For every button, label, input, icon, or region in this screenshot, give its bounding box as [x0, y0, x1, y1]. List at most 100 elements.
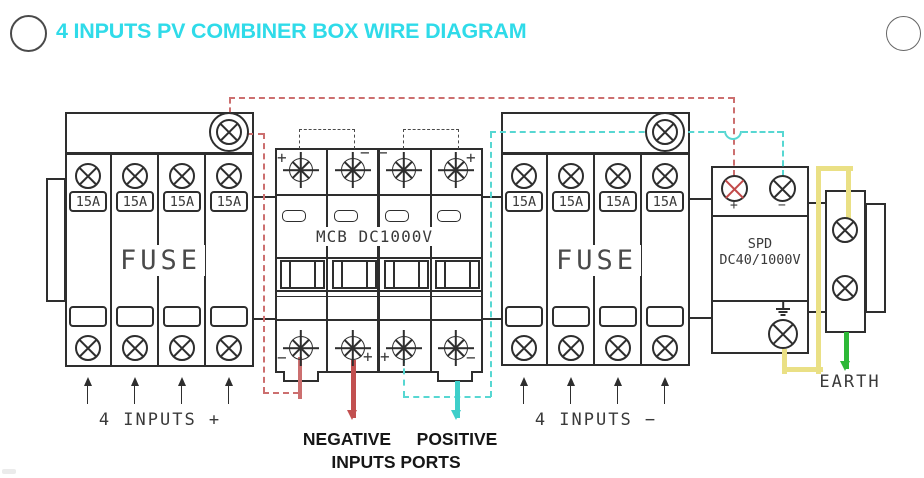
spd-minus-label: − [778, 198, 786, 213]
wire-earth [816, 166, 821, 374]
screw-terminal-icon [216, 163, 242, 189]
screw-terminal-icon [511, 163, 537, 189]
din-rail-bracket-left [46, 178, 66, 302]
screw-terminal-icon [652, 119, 678, 145]
polarity-label: − [277, 348, 287, 367]
mcb-section-line [275, 194, 483, 196]
polarity-label: + [277, 148, 287, 167]
spd-plus-label: + [730, 198, 738, 213]
screw-terminal-icon [122, 335, 148, 361]
spd-section-line [711, 215, 809, 217]
breaker-toggle-handle [341, 260, 368, 289]
wire-crossover-hop [724, 131, 742, 140]
mcb-slot [437, 210, 461, 222]
wire-negative [247, 133, 264, 135]
fuse-window [599, 306, 637, 327]
earth-arrow-icon [840, 361, 850, 371]
spd-ground-terminal-icon [768, 319, 798, 349]
screw-terminal-icon [169, 335, 195, 361]
positive-port-arrow-icon [451, 410, 461, 420]
screw-terminal-icon [75, 163, 101, 189]
mcb-label: MCB DC1000V [312, 227, 437, 246]
fuse-window [552, 306, 590, 327]
page-edge-artifact [2, 469, 16, 474]
screw-terminal-icon [605, 335, 631, 361]
wire-negative [229, 98, 231, 113]
mcb-slot [282, 210, 306, 222]
mcb-pole-link-dashed [403, 129, 459, 149]
input-arrow-shaft [228, 385, 229, 404]
wire-negative [263, 133, 265, 393]
wire-positive [742, 131, 783, 133]
input-arrow-icon [225, 377, 233, 386]
phillips-screw-terminal-icon [335, 330, 371, 366]
fuse-rating-badge: 15A [69, 191, 107, 212]
rail-connector [689, 317, 712, 319]
fuse-window [646, 306, 684, 327]
wire-positive [490, 132, 492, 397]
wire-earth [782, 367, 823, 372]
breaker-toggle-handle [393, 260, 420, 289]
input-arrow-shaft [664, 385, 665, 404]
mcb-section-line [275, 290, 483, 292]
polarity-label: − [378, 143, 388, 162]
phillips-screw-terminal-icon [283, 152, 319, 188]
screw-terminal-icon [558, 335, 584, 361]
polarity-label: + [466, 148, 476, 167]
fuse-rating-badge: 15A [163, 191, 201, 212]
fuse-rating-badge: 15A [599, 191, 637, 212]
fuse-rating-badge: 15A [116, 191, 154, 212]
mcb-section-line [275, 319, 483, 321]
screw-terminal-icon [652, 335, 678, 361]
phillips-screw-terminal-icon [335, 152, 371, 188]
mcb-slot [385, 210, 409, 222]
mcb-pole-link-dashed [299, 129, 355, 149]
phillips-screw-terminal-icon [438, 152, 474, 188]
screw-terminal-icon [605, 163, 631, 189]
screw-terminal-icon [122, 163, 148, 189]
fuse-rating-badge: 15A [210, 191, 248, 212]
fuse-window [210, 306, 248, 327]
polarity-label: − [466, 348, 476, 367]
fuse-rating-badge: 15A [505, 191, 543, 212]
input-arrow-shaft [523, 385, 524, 404]
screw-terminal-icon [75, 335, 101, 361]
breaker-toggle-handle [444, 260, 471, 289]
screw-terminal-icon [832, 217, 858, 243]
rail-connector [689, 198, 712, 200]
polarity-label: + [363, 347, 373, 366]
fuse-divider [110, 153, 112, 367]
rail-connector [482, 196, 502, 198]
earth-label: EARTH [819, 372, 881, 392]
input-arrow-icon [567, 377, 575, 386]
polarity-label: + [380, 347, 390, 366]
fuse-block-right-label: FUSE [552, 245, 642, 276]
input-arrow-icon [178, 377, 186, 386]
fuse-window [163, 306, 201, 327]
inputs-minus-label: 4 INPUTS − [534, 410, 658, 430]
input-arrow-icon [520, 377, 528, 386]
mcb-section-line [275, 296, 483, 297]
input-arrow-icon [84, 377, 92, 386]
wire-negative [229, 97, 734, 99]
spd-minus-terminal-icon [769, 175, 796, 202]
negative-ports-label: NEGATIVE [302, 429, 392, 449]
fuse-window [116, 306, 154, 327]
screw-terminal-icon [216, 119, 242, 145]
earth-block-back [865, 203, 886, 313]
fuse-window [505, 306, 543, 327]
screw-terminal-icon [558, 163, 584, 189]
phillips-screw-terminal-icon [283, 330, 319, 366]
spd-name-label: SPD [747, 236, 773, 252]
mcb-pole-divider [377, 148, 380, 373]
input-arrow-icon [131, 377, 139, 386]
polarity-label: − [360, 143, 370, 162]
mcb-pole-divider [326, 148, 328, 373]
spd-plus-terminal-icon [721, 175, 748, 202]
input-arrow-shaft [617, 385, 618, 404]
rail-connector [482, 318, 502, 320]
input-arrow-shaft [570, 385, 571, 404]
phillips-screw-terminal-icon [386, 152, 422, 188]
sheet-corner-circle-left [10, 15, 47, 52]
